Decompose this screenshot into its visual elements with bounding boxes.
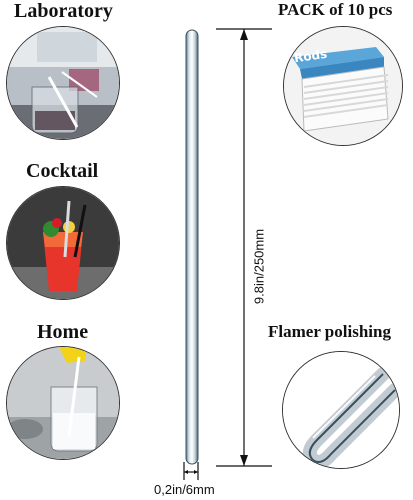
length-label: 9.8in/250mm	[251, 201, 267, 332]
flamer-polishing-photo	[282, 351, 400, 469]
length-dimension-line	[214, 26, 274, 470]
home-label: Home	[37, 321, 89, 343]
glass-rod-image	[180, 28, 204, 468]
diameter-label: 0,2in/6mm	[154, 482, 215, 497]
pack-label: PACK of 10 pcs	[278, 0, 393, 19]
flamer-polishing-label: Flamer polishing	[268, 322, 391, 341]
package-photo: Rods	[283, 26, 403, 146]
cocktail-photo	[6, 186, 120, 300]
cocktail-label: Cocktail	[26, 160, 99, 182]
laboratory-photo	[6, 26, 120, 140]
home-photo	[6, 346, 120, 460]
laboratory-label: Laboratory	[14, 0, 113, 22]
diameter-dimension-line	[178, 460, 206, 484]
